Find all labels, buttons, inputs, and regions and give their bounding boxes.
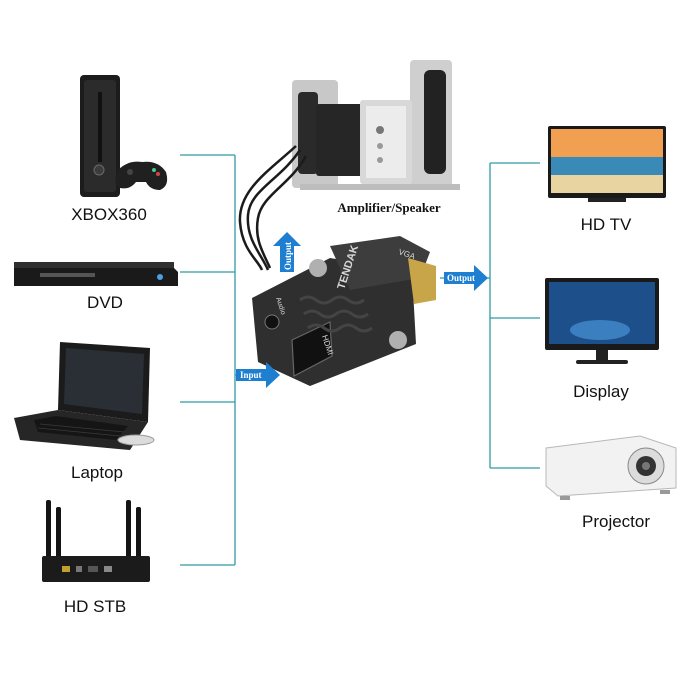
output-right-arrow-label: Output	[447, 273, 475, 283]
output-label-display: Display	[573, 382, 629, 401]
output-up-arrow	[273, 232, 301, 272]
audio-cable-icon	[238, 145, 308, 271]
audio-output-label: Amplifier/Speaker	[337, 200, 441, 215]
output-bracket-lines	[440, 162, 540, 469]
laptop-icon	[14, 342, 155, 450]
dvd-player-icon	[14, 262, 178, 286]
set-top-box-router-icon	[42, 500, 150, 582]
source-label-dvd: DVD	[87, 293, 123, 312]
input-arrow-label: Input	[240, 370, 262, 380]
input-arrow	[236, 362, 280, 388]
speaker-system-icon	[292, 60, 460, 190]
output-label-projector: Projector	[581, 512, 651, 531]
xbox360-console-icon	[80, 75, 168, 197]
output-up-arrow-label: Output	[283, 242, 293, 270]
source-label-xbox360: XBOX360	[71, 205, 147, 224]
output-right-arrow	[444, 265, 488, 291]
source-label-hd-stb: HD STB	[63, 597, 127, 616]
output-label-hdtv: HD TV	[580, 215, 632, 234]
hdtv-icon	[548, 126, 666, 202]
monitor-icon	[545, 278, 659, 364]
source-label-laptop: Laptop	[71, 463, 123, 482]
input-bracket-lines	[180, 154, 268, 566]
hdmi-to-vga-adapter-icon	[252, 236, 436, 386]
projector-icon	[545, 435, 677, 500]
